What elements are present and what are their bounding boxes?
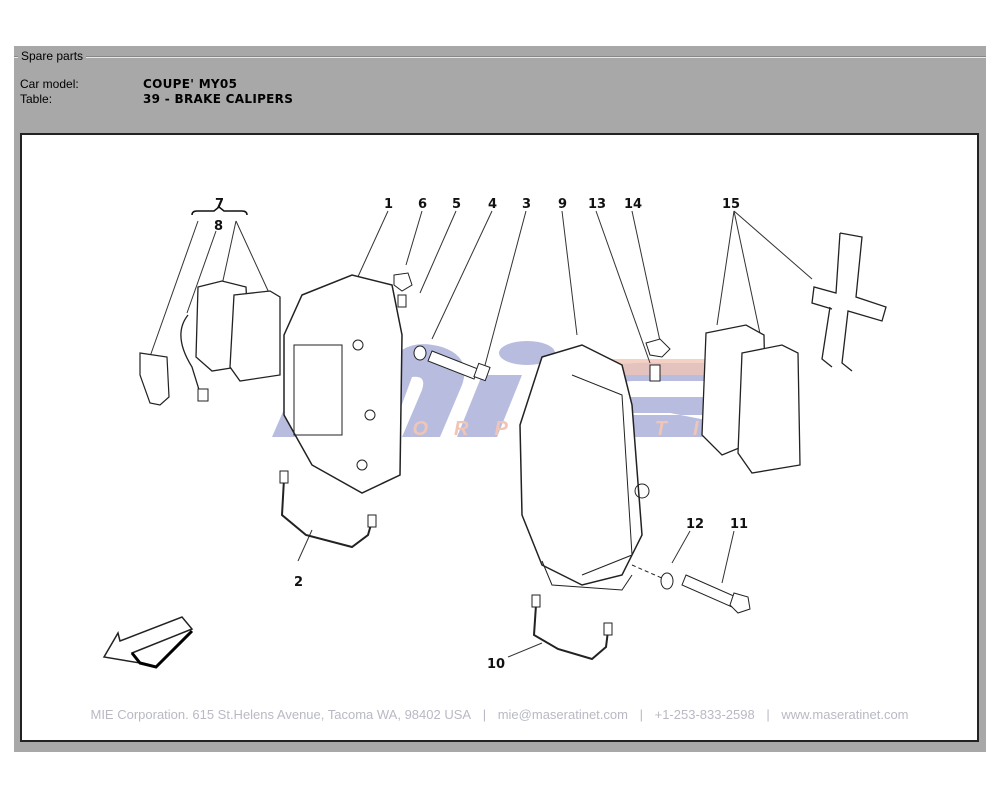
footer-contact: MIE Corporation. 615 St.Helens Avenue, T… (22, 707, 977, 722)
callout-1[interactable]: 1 (384, 197, 394, 212)
callout-15[interactable]: 15 (722, 197, 741, 212)
groupbox-border (14, 56, 986, 58)
footer-email[interactable]: mie@maseratinet.com (497, 707, 628, 722)
callout-10[interactable]: 10 (487, 657, 506, 672)
callout-6[interactable]: 6 (418, 197, 428, 212)
callout-5[interactable]: 5 (452, 197, 462, 212)
callout-4[interactable]: 4 (488, 197, 498, 212)
callout-7[interactable]: 7 (215, 197, 225, 212)
arrow-front-icon (102, 616, 194, 669)
groupbox-title: Spare parts (18, 49, 87, 63)
car-model-value: COUPE' MY05 (143, 77, 238, 91)
callout-14[interactable]: 14 (624, 197, 643, 212)
spare-parts-panel: Spare parts Car model: COUPE' MY05 Table… (14, 46, 986, 752)
footer-separator: | (766, 707, 770, 722)
footer-website[interactable]: www.maseratinet.com (781, 707, 909, 722)
callout-12[interactable]: 12 (686, 517, 705, 532)
callout-3[interactable]: 3 (522, 197, 532, 212)
callout-2[interactable]: 2 (294, 575, 304, 590)
callout-8[interactable]: 8 (214, 219, 224, 234)
footer-separator: | (482, 707, 487, 722)
parts-diagram: CORPORATION (20, 133, 979, 742)
footer-phone: +1-253-833-2598 (654, 707, 755, 722)
car-model-label: Car model: (20, 77, 79, 91)
callout-13[interactable]: 13 (588, 197, 607, 212)
diagram-drawing: CORPORATION (102, 206, 887, 669)
footer-address: MIE Corporation. 615 St.Helens Avenue, T… (90, 707, 472, 722)
callout-11[interactable]: 11 (730, 517, 749, 532)
callout-9[interactable]: 9 (558, 197, 568, 212)
footer-separator: | (639, 707, 643, 722)
table-label: Table: (20, 92, 53, 106)
table-value: 39 - BRAKE CALIPERS (143, 92, 294, 106)
